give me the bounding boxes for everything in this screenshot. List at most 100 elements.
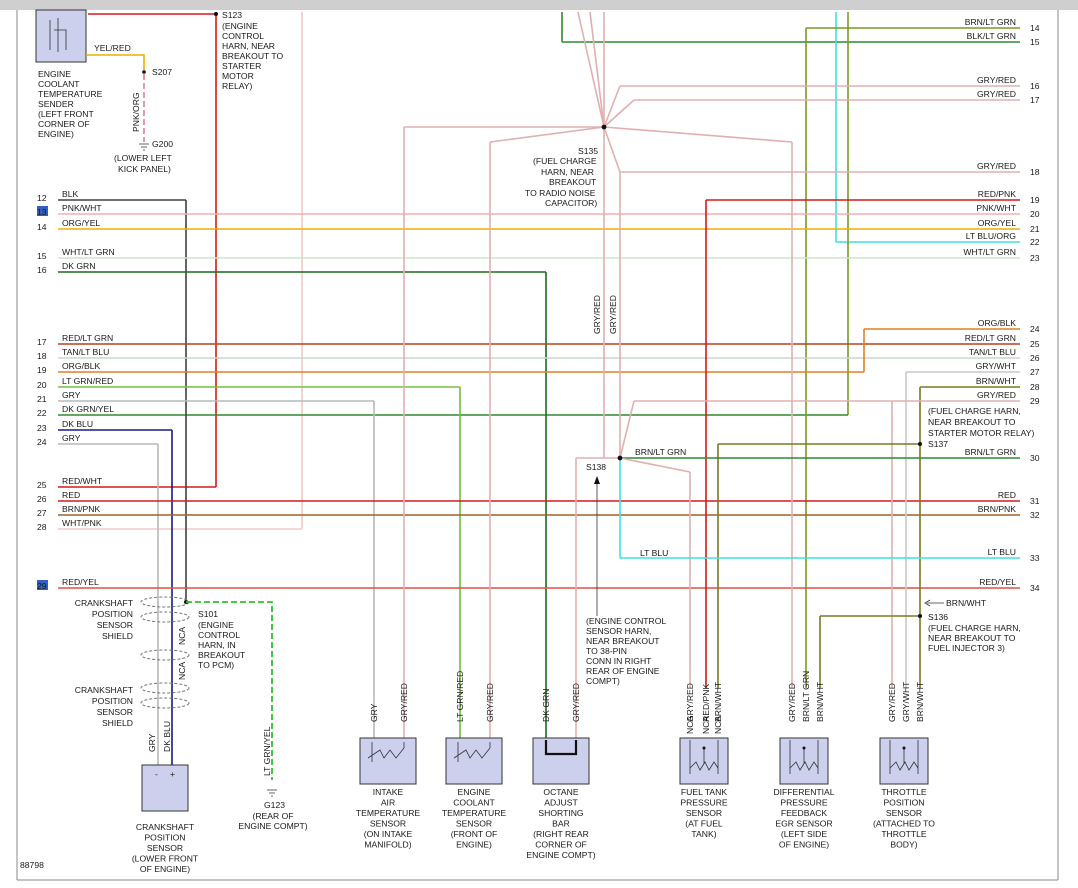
tps-desc: SENSOR xyxy=(886,808,922,818)
tps-pin-label: BRN/WHT xyxy=(915,681,925,722)
left-wire-label: RED/YEL xyxy=(62,577,99,587)
left-wire-num: 25 xyxy=(37,480,47,490)
right-wire-label: GRY/RED xyxy=(977,161,1016,171)
s101-desc-1: CONTROL xyxy=(198,630,240,640)
left-wire-label: GRY xyxy=(62,390,81,400)
diagram-id: 88798 xyxy=(20,860,44,870)
ckp-minus: - xyxy=(155,769,158,779)
ftp-desc: SENSOR xyxy=(686,808,722,818)
s136-dot xyxy=(918,614,922,618)
lt-blu-label: LT BLU xyxy=(640,548,668,558)
brn-wht-label: BRN/WHT xyxy=(946,598,987,608)
right-wire-num: 25 xyxy=(1030,339,1040,349)
left-wire-num: 29 xyxy=(37,581,47,591)
s135-desc-2: BREAKOUT xyxy=(549,177,597,187)
shorting-bar-icon xyxy=(544,740,578,756)
dpfe-desc: FEEDBACK xyxy=(781,808,828,818)
right-wire-num: 14 xyxy=(1030,23,1040,33)
right-wire-label: GRY/WHT xyxy=(976,361,1017,371)
right-wire-num: 26 xyxy=(1030,353,1040,363)
left-wire-label: RED xyxy=(62,490,80,500)
s136-label: S136 xyxy=(928,612,948,622)
left-wire-num: 16 xyxy=(37,265,47,275)
left-wire-num: 17 xyxy=(37,337,47,347)
dpfe-desc: EGR SENSOR xyxy=(775,819,832,829)
crank-shield1-0: CRANKSHAFT xyxy=(75,598,134,608)
left-wire-num: 18 xyxy=(37,351,47,361)
iat-desc: SENSOR xyxy=(370,819,406,829)
s138-desc-6: COMPT) xyxy=(586,676,620,686)
s135-desc-0: (FUEL CHARGE xyxy=(533,156,597,166)
right-wire-label: BRN/PNK xyxy=(978,504,1016,514)
s135-desc-4: CAPACITOR) xyxy=(545,198,597,208)
s136-splice: BRN/WHT S136 (FUEL CHARGE HARN, NEAR BRE… xyxy=(918,598,1021,653)
s135-desc-3: TO RADIO NOISE xyxy=(525,188,596,198)
left-wire-label: RED/WHT xyxy=(62,476,103,486)
ground-icon-g123 xyxy=(267,789,277,797)
crank-shield1-2: SENSOR xyxy=(97,620,133,630)
ckp-gry-label: GRY xyxy=(147,733,157,752)
iat-pin-label: GRY xyxy=(369,703,379,722)
s123-label: S123 xyxy=(222,10,242,20)
left-wire-label: BLK xyxy=(62,189,79,199)
s101-desc-3: BREAKOUT xyxy=(198,650,246,660)
right-wire-num: 21 xyxy=(1030,224,1040,234)
s123-desc-4: STARTER xyxy=(222,61,261,71)
crank-shield1-3: SHIELD xyxy=(102,631,133,641)
right-wire-label: TAN/LT BLU xyxy=(969,347,1016,357)
wiper-dot xyxy=(802,746,806,750)
ect-sender-desc-5: CORNER OF xyxy=(38,119,90,129)
s138-desc-3: TO 38-PIN xyxy=(586,646,627,656)
s101-desc-0: (ENGINE xyxy=(198,620,234,630)
left-wire-label: DK BLU xyxy=(62,419,93,429)
right-wire-num: 28 xyxy=(1030,382,1040,392)
right-wire-label: GRY/RED xyxy=(977,89,1016,99)
crank-shield2-1: POSITION xyxy=(92,696,133,706)
dpfe-desc: OF ENGINE) xyxy=(779,840,829,850)
g200-desc-1: KICK PANEL) xyxy=(118,164,171,174)
left-wire-num: 21 xyxy=(37,394,47,404)
left-wire-num: 13 xyxy=(37,207,47,217)
right-wire-num: 29 xyxy=(1030,396,1040,406)
crank-shield2-3: SHIELD xyxy=(102,718,133,728)
oct-desc: (RIGHT REAR xyxy=(533,829,589,839)
s135-splice: S135 (FUEL CHARGE HARN, NEAR BREAKOUT TO… xyxy=(525,124,618,334)
lt-grn-yel-ground-wire xyxy=(186,601,273,780)
s137-desc-0: (FUEL CHARGE HARN, xyxy=(928,406,1021,416)
wiper-dot xyxy=(702,746,706,750)
right-wire-num: 22 xyxy=(1030,237,1040,247)
right-wire-num: 18 xyxy=(1030,167,1040,177)
s207-label: S207 xyxy=(152,67,172,77)
s207-g200: S207 PNK/ORG G200 (LOWER LEFT KICK PANEL… xyxy=(114,67,173,174)
left-wire-label: BRN/PNK xyxy=(62,504,100,514)
oct-pin-label: GRY/RED xyxy=(571,683,581,722)
thermistor-symbol xyxy=(49,18,67,52)
s137-desc-2: STARTER MOTOR RELAY) xyxy=(928,428,1034,438)
s123-desc-2: HARN, NEAR xyxy=(222,41,275,51)
s123-splice: S123 (ENGINE CONTROL HARN, NEAR BREAKOUT… xyxy=(214,10,283,91)
lt-grn-yel-label: LT GRN/YEL xyxy=(262,726,272,776)
nca-label-2: NCA xyxy=(177,662,187,680)
tps-desc: POSITION xyxy=(883,798,924,808)
arrow-left-icon xyxy=(924,599,944,607)
ect-desc: TEMPERATURE xyxy=(442,808,507,818)
ect-sender-desc-3: SENDER xyxy=(38,99,74,109)
potentiometer-icon xyxy=(889,740,919,774)
brn-lt-grn-label: BRN/LT GRN xyxy=(635,447,686,457)
upper-vertical-wires xyxy=(58,11,1020,688)
right-wire-label: ORG/YEL xyxy=(978,218,1016,228)
right-wire-label: LT BLU/ORG xyxy=(966,231,1017,241)
left-wire-num: 14 xyxy=(37,222,47,232)
tps-desc: THROTTLE xyxy=(881,829,927,839)
ect-sender: YEL/RED ENGINE COOLANT TEMPERATURE SENDE… xyxy=(35,9,145,139)
s137-dot xyxy=(918,442,922,446)
s136-desc-0: (FUEL CHARGE HARN, xyxy=(928,623,1021,633)
right-wire-num: 20 xyxy=(1030,209,1040,219)
crank-shield2-2: SENSOR xyxy=(97,707,133,717)
s101-desc-2: HARN, IN xyxy=(198,640,236,650)
right-wire-num: 33 xyxy=(1030,553,1040,563)
crank-shield1-1: POSITION xyxy=(92,609,133,619)
right-wire-num: 15 xyxy=(1030,37,1040,47)
